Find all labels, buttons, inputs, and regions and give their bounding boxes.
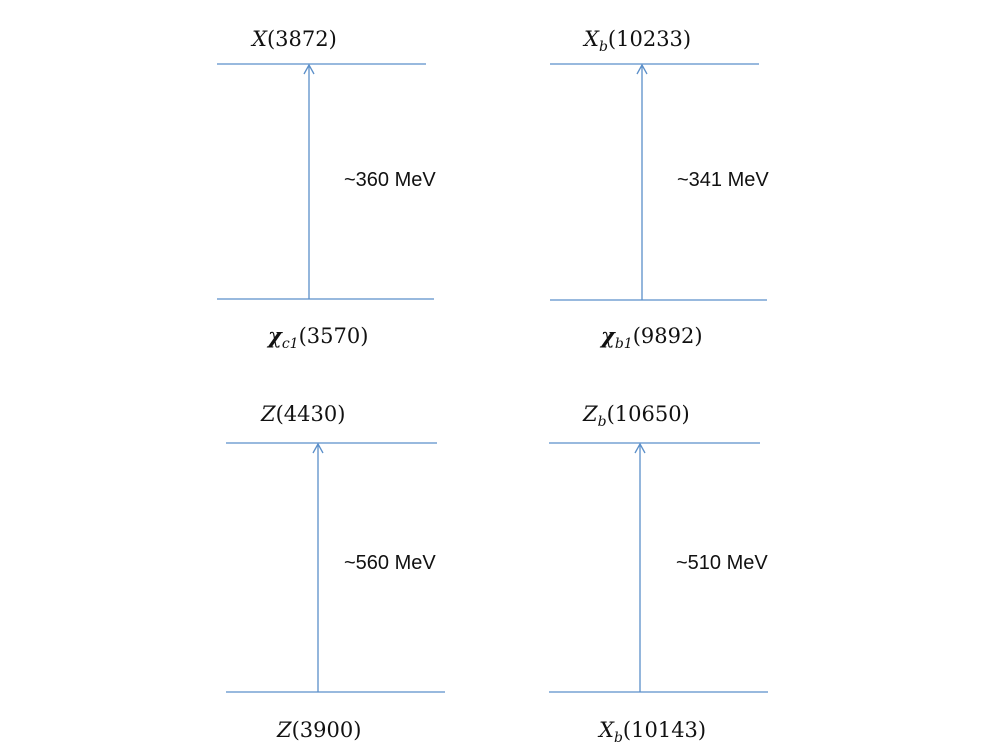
panel-x3872: X(3872) χc1(3570) ~360 MeV <box>217 27 436 352</box>
energy-gap-label: ~360 MeV <box>344 169 436 191</box>
lower-state-label: χb1(9892) <box>599 323 703 352</box>
transition-arrow <box>312 442 324 692</box>
panel-xb10233: Xb(10233) χb1(9892) ~341 MeV <box>550 27 769 352</box>
upper-state-label: Z(4430) <box>260 402 345 426</box>
panel-z4430: Z(4430) Z(3900) ~560 MeV <box>226 402 445 742</box>
panel-zb10650: Zb(10650) Xb(10143) ~510 MeV <box>549 402 768 746</box>
lower-state-label: Xb(10143) <box>597 718 706 746</box>
upper-state-label: Zb(10650) <box>582 402 690 430</box>
energy-gap-label: ~560 MeV <box>344 552 436 574</box>
energy-gap-label: ~341 MeV <box>677 169 769 191</box>
lower-state-label: χc1(3570) <box>266 323 368 352</box>
upper-state-label: X(3872) <box>250 27 337 51</box>
transition-arrow <box>634 442 646 692</box>
transition-arrow <box>636 63 648 300</box>
upper-state-label: Xb(10233) <box>582 27 691 55</box>
lower-state-label: Z(3900) <box>276 718 361 742</box>
energy-gap-label: ~510 MeV <box>676 552 768 574</box>
transition-arrow <box>303 63 315 299</box>
